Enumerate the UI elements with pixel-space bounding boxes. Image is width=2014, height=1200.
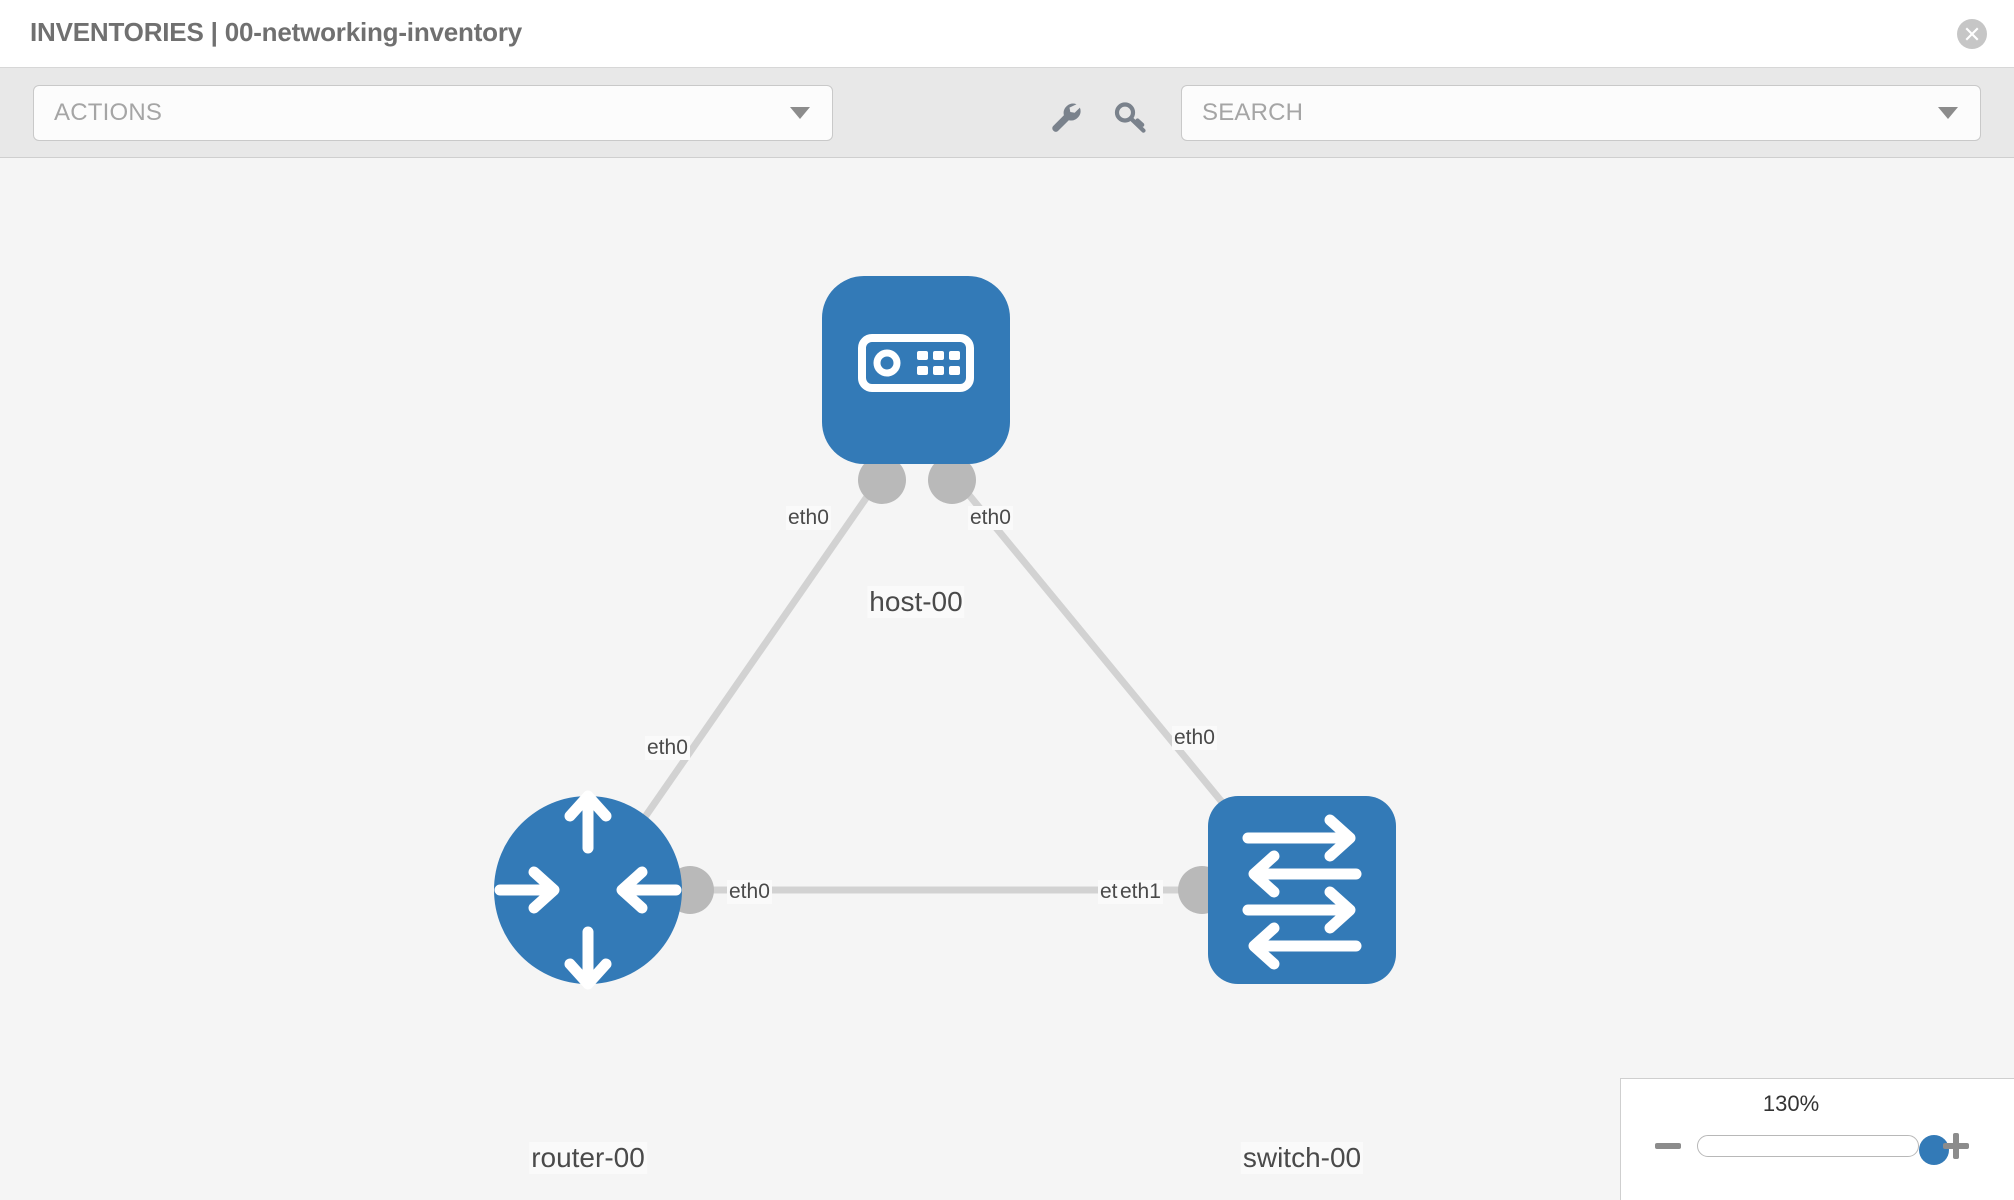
search-input-value: SEARCH [1202, 99, 1304, 126]
topology-links [633, 475, 1248, 894]
node-router-00[interactable] [494, 790, 682, 990]
endpoint-host00-right [928, 456, 976, 504]
zoom-slider[interactable] [1697, 1135, 1949, 1165]
node-label-switch-00: switch-00 [1240, 1142, 1364, 1174]
toolbar: ACTIONS SEARCH [0, 68, 2014, 158]
router-icon [494, 790, 682, 990]
edge-label-router00-eth0-up: eth0 [645, 736, 690, 760]
topology-graph [494, 276, 1396, 990]
node-label-router-00: router-00 [529, 1142, 647, 1174]
link-host00-switch00 [952, 475, 1248, 833]
endpoint-host00-left [858, 456, 906, 504]
topology-canvas[interactable]: eth0 eth0 eth0 eth0 eth0 eth0 eth1 host-… [0, 158, 2014, 1200]
zoom-level-label: 130% [1762, 1091, 1820, 1116]
wrench-icon[interactable] [1046, 98, 1084, 136]
edge-label-host00-eth0-right: eth0 [968, 506, 1013, 530]
link-endpoints [666, 456, 1256, 914]
zoom-slider-row [1621, 1129, 2014, 1169]
edge-label-switch00-eth0-up: eth0 [1172, 726, 1217, 750]
switch-icon [1242, 814, 1362, 970]
minus-icon[interactable] [1651, 1129, 1685, 1163]
search-input[interactable]: SEARCH [1181, 85, 1981, 141]
link-host00-router00 [633, 476, 883, 832]
plus-icon[interactable] [1939, 1129, 1973, 1163]
chevron-down-icon [790, 107, 810, 119]
zoom-control-panel: 130% [1620, 1078, 2014, 1200]
key-icon[interactable] [1112, 98, 1150, 136]
node-host-00[interactable] [822, 276, 1010, 464]
node-label-host-00: host-00 [867, 586, 965, 618]
page-title: INVENTORIES | 00-networking-inventory [30, 17, 523, 47]
actions-dropdown[interactable]: ACTIONS [33, 85, 833, 141]
server-icon [858, 334, 974, 392]
close-icon[interactable] [1957, 19, 1987, 49]
edge-label-host00-eth0-left: eth0 [786, 506, 831, 530]
page-header: INVENTORIES | 00-networking-inventory [0, 0, 2014, 68]
zoom-slider-thumb[interactable] [1919, 1135, 1949, 1165]
edge-label-switch00-eth1-west: eth1 [1118, 880, 1163, 904]
node-switch-00[interactable] [1208, 796, 1396, 984]
chevron-down-icon [1938, 107, 1958, 119]
actions-dropdown-value: ACTIONS [54, 99, 163, 126]
edge-label-router00-eth0-east: eth0 [727, 880, 772, 904]
